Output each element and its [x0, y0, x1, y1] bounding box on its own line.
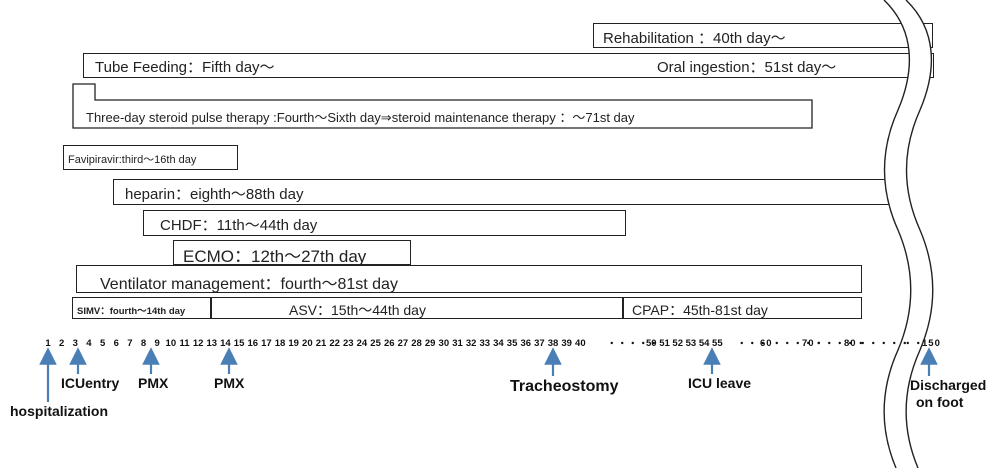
axis-day-11: 11 — [179, 338, 190, 349]
bar-simv — [72, 297, 211, 319]
axis-day-23: 23 — [343, 338, 354, 349]
axis-dots-d: ・・・・・ — [814, 339, 867, 350]
axis-day-1: 1 — [45, 338, 51, 349]
label-asv: ASV：15th～44th day — [289, 302, 426, 318]
event-tracheostomy: Tracheostomy — [510, 378, 619, 395]
axis-day-8: 8 — [140, 338, 147, 349]
axis-day-26: 26 — [383, 338, 395, 349]
axis-day-20: 20 — [302, 338, 313, 349]
label-heparin: heparin：eighth～88th day — [125, 186, 304, 203]
axis-50-55: 50 51 52 53 54 55 — [646, 338, 723, 349]
axis-day-27: 27 — [397, 338, 409, 349]
axis-day-5: 5 — [99, 338, 106, 349]
axis-day-24: 24 — [356, 338, 368, 349]
bar-heparin — [113, 179, 893, 205]
axis-day-13: 13 — [206, 338, 218, 349]
axis-day-40: 40 — [575, 338, 586, 349]
axis-day-10: 10 — [165, 338, 177, 349]
bar-ventilator — [76, 265, 862, 293]
label-rehabilitation: Rehabilitation ：40th day～ — [603, 30, 786, 47]
axis-day-16: 16 — [247, 338, 259, 349]
label-steroid: Three-day steroid pulse therapy :Fourth～… — [86, 110, 635, 125]
label-ventilator: Ventilator management：fourth～81st day — [100, 276, 398, 293]
axis-day-30: 30 — [438, 338, 450, 349]
event-discharged-line1: Discharged — [910, 377, 986, 393]
axis-dots-b: ・・・ — [737, 339, 769, 350]
axis-day-2: 2 — [58, 338, 65, 349]
axis-day-38: 38 — [547, 338, 559, 349]
bar-favipiravir — [63, 145, 238, 170]
axis-dots-a: ・・・・・ — [607, 339, 660, 350]
axis-day-12: 12 — [192, 338, 204, 349]
axis-mark-70: 70 — [802, 338, 815, 349]
event-icu-leave: ICU leave — [688, 375, 752, 391]
axis-mark-60: 60 — [760, 338, 773, 349]
event-pmx-2: PMX — [214, 375, 245, 391]
axis-day-17: 17 — [261, 338, 272, 349]
label-simv: SIMV：fourth～14th day — [77, 306, 186, 317]
axis-day-36: 36 — [520, 338, 532, 349]
axis-day-37: 37 — [534, 338, 545, 349]
axis-dots-c: ・・・・・ — [772, 339, 825, 350]
axis-dots-f: ・・ — [903, 339, 925, 350]
axis-day-4: 4 — [86, 338, 92, 349]
label-tube-feeding: Tube Feeding：Fifth day～ — [95, 59, 275, 76]
axis-day-34: 34 — [493, 338, 504, 349]
label-oral-ingestion: Oral ingestion：51st day～ — [657, 59, 837, 76]
axis-day-3: 3 — [72, 338, 78, 349]
axis-day-9: 9 — [154, 338, 160, 349]
axis-day-15: 15 — [233, 338, 245, 349]
label-favipiravir: Favipiravir:third～16th day — [68, 154, 197, 166]
axis-day-19: 19 — [288, 338, 299, 349]
axis-day-32: 32 — [465, 338, 477, 349]
axis-day-31: 31 — [452, 338, 463, 349]
bar-ecmo — [173, 240, 411, 265]
axis-day-25: 25 — [370, 338, 381, 349]
event-hospitalization: hospitalization — [10, 403, 108, 419]
axis-mark-150: 150 — [922, 338, 941, 349]
label-cpap: CPAP：45th-81st day — [632, 302, 768, 318]
label-ecmo: ECMO：12th～27th day — [183, 247, 367, 266]
event-pmx-1: PMX — [138, 375, 169, 391]
event-icu-entry: ICUentry — [61, 375, 120, 391]
axis-day-21: 21 — [315, 338, 327, 349]
axis-day-18: 18 — [274, 338, 286, 349]
bar-asv — [211, 297, 623, 319]
axis-dots-e: ・・・・・ — [858, 339, 911, 350]
bar-rehabilitation — [593, 23, 933, 48]
axis-day-28: 28 — [411, 338, 422, 349]
axis-day-33: 33 — [479, 338, 491, 349]
bar-chdf — [143, 210, 626, 236]
axis-mark-80: 80 — [844, 338, 857, 349]
bar-tube-feeding — [83, 53, 934, 78]
axis-day-7: 7 — [127, 338, 133, 349]
axis-day-35: 35 — [506, 338, 518, 349]
axis-day-29: 29 — [424, 338, 436, 349]
bar-cpap — [623, 297, 862, 319]
event-discharged-line2: on foot — [916, 394, 964, 410]
axis-day-22: 22 — [329, 338, 340, 349]
axis-day-14: 14 — [220, 338, 231, 349]
label-chdf: CHDF：11th～44th day — [160, 217, 318, 234]
axis-day-6: 6 — [113, 338, 119, 349]
axis-day-39: 39 — [561, 338, 572, 349]
